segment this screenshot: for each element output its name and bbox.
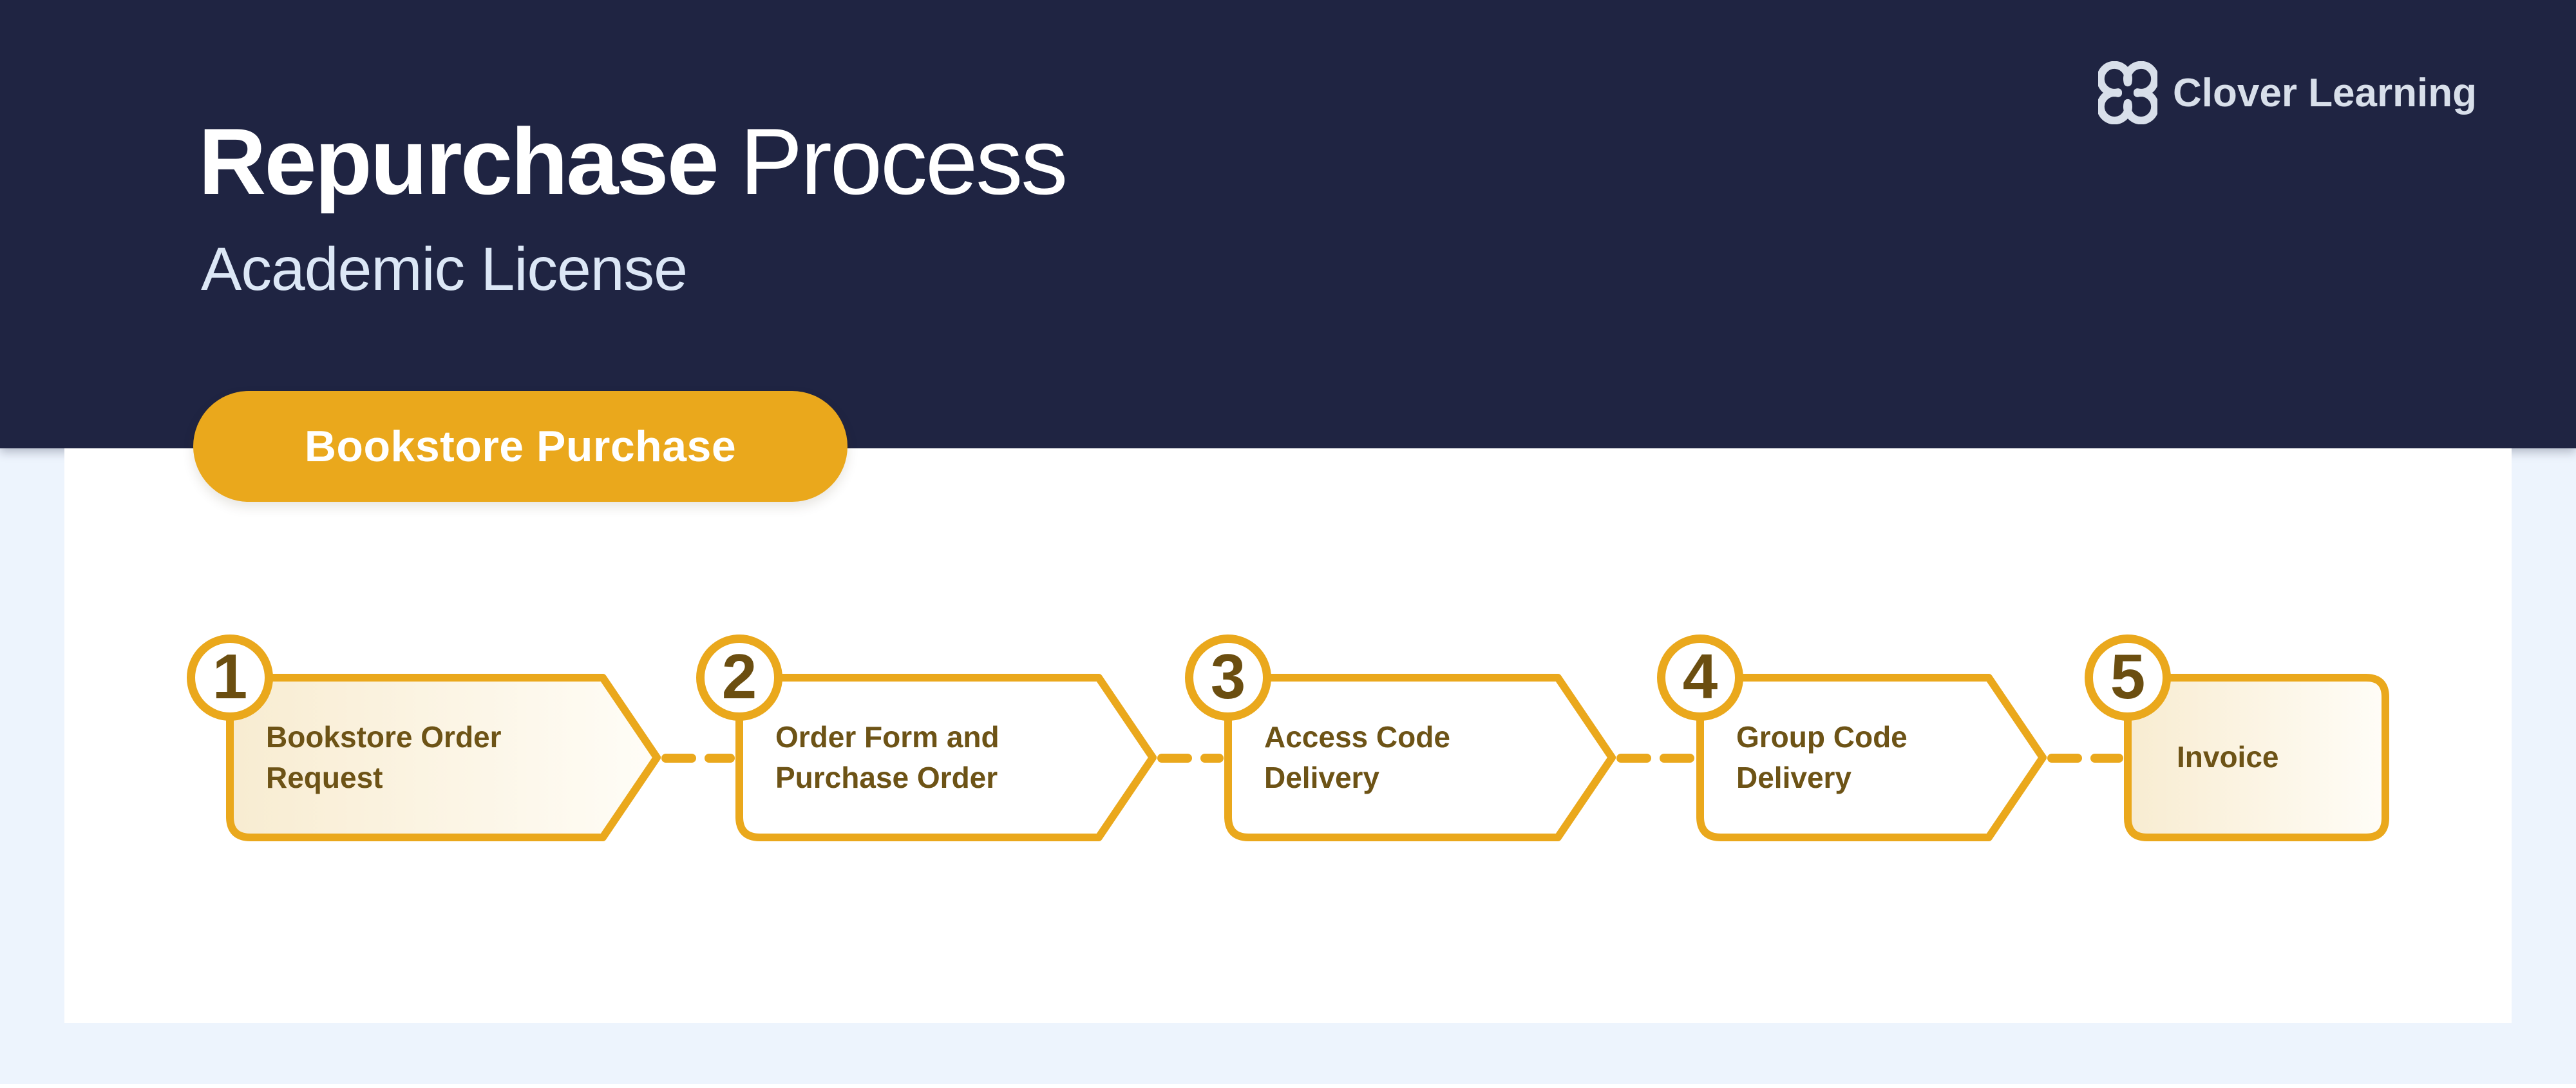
step-number-4: 4 [1682,641,1718,712]
step-shape-2 [735,674,1157,841]
bottom-strip [0,1084,2576,1088]
step-number-1: 1 [212,641,248,712]
flow-connector-1 [661,754,735,763]
step-label-2: Order Form and Purchase Order [775,720,999,794]
clover-icon [2098,61,2157,124]
step-badge-5: 5 [2085,635,2171,721]
page-subtitle: Academic License [201,235,688,303]
step-label-1: Bookstore Order Request [266,720,502,794]
step-badge-4: 4 [1657,635,1743,721]
step-shape-1 [226,674,661,841]
flow-connector-4 [2047,754,2123,763]
flow-connector-2 [1157,754,1224,763]
step-badge-3: 3 [1185,635,1271,721]
brand-lockup: Clover Learning [2098,59,2477,126]
title-light-segment: Process [739,109,1068,214]
step-label-3: Access Code Delivery [1264,720,1450,794]
step-shape-4 [1696,674,2047,841]
brand-name: Clover Learning [2173,70,2477,115]
step-badge-2: 2 [696,635,782,721]
step-badge-1: 1 [187,635,273,721]
bookstore-purchase-tag: Bookstore Purchase [193,391,848,502]
step-label-5: Invoice [2177,740,2279,774]
title-bold-segment: Repurchase [198,109,719,214]
step-number-3: 3 [1210,641,1246,712]
flow-connector-3 [1616,754,1696,763]
step-number-5: 5 [2110,641,2146,712]
step-label-4: Group Code Delivery [1736,720,1908,794]
bookstore-purchase-tag-label: Bookstore Purchase [304,422,737,471]
step-number-2: 2 [721,641,757,712]
step-shape-3 [1224,674,1616,841]
